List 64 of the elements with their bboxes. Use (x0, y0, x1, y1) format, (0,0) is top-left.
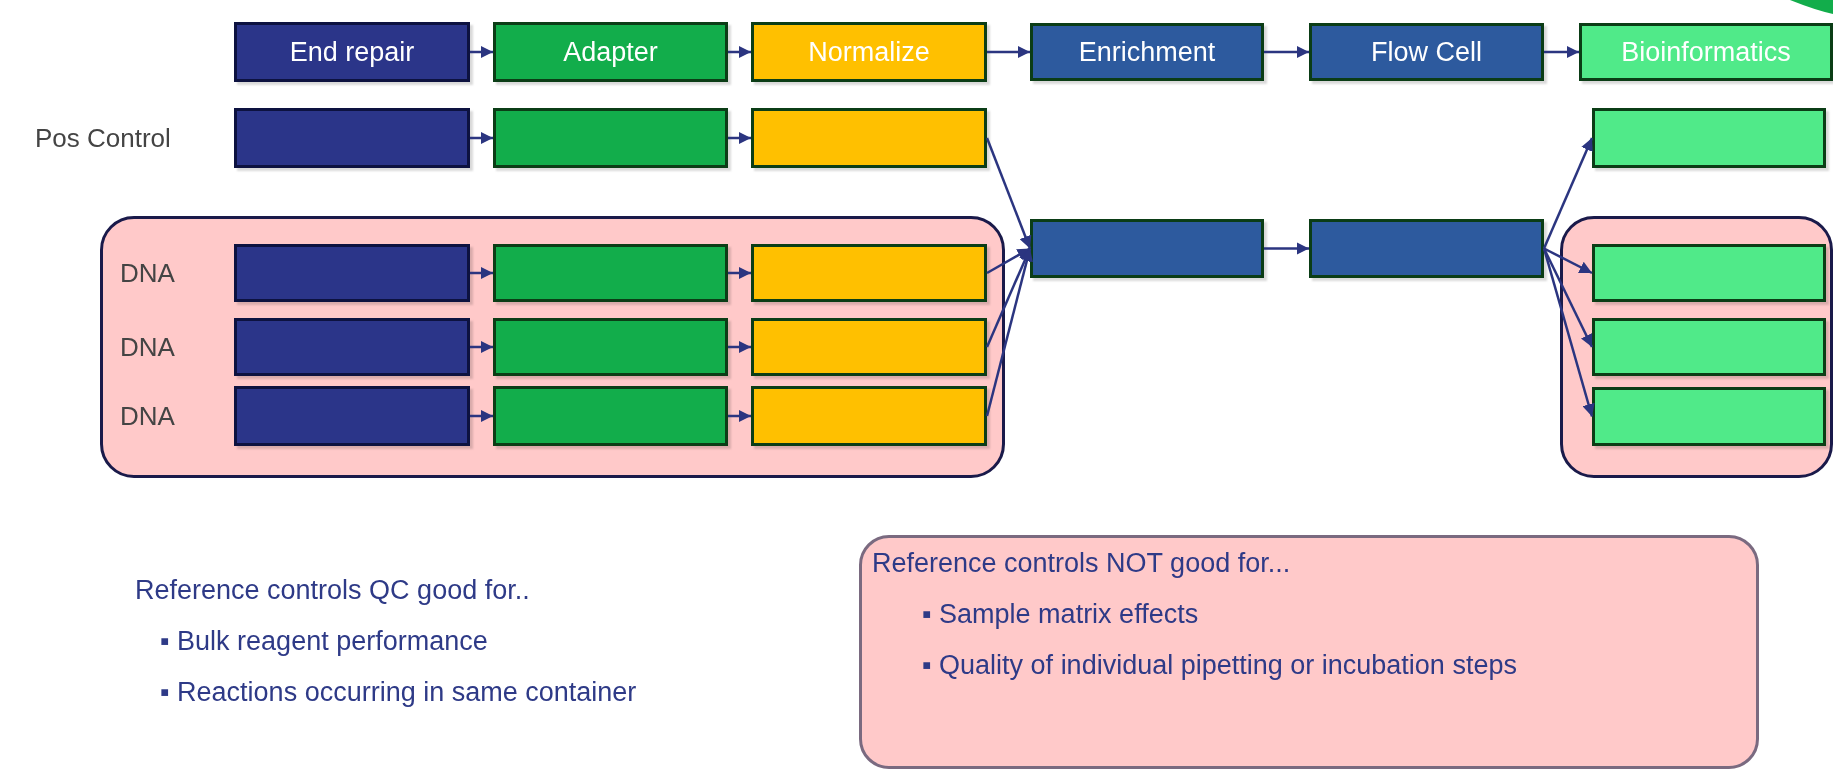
row-label: Pos Control (35, 123, 171, 154)
arrow (985, 248, 1032, 348)
note-panel (859, 535, 1759, 769)
sample-group-panel (1560, 216, 1833, 478)
sample-box (1030, 219, 1264, 278)
sample-box (234, 244, 470, 302)
arrow (728, 131, 751, 145)
note-heading: Reference controls QC good for.. (135, 574, 531, 607)
sample-box (751, 244, 987, 302)
arrow (728, 340, 751, 354)
step-title: End repair (289, 36, 415, 68)
arrow (470, 340, 493, 354)
sample-box (1592, 108, 1826, 168)
row-label: DNA (120, 332, 175, 363)
sample-box (1592, 244, 1826, 302)
arrow (728, 266, 751, 280)
arrow (1544, 45, 1579, 59)
step-box (493, 22, 728, 82)
sample-box (493, 108, 728, 168)
arrow (470, 266, 493, 280)
sample-box (751, 386, 987, 446)
step-box (234, 22, 470, 82)
arrow (985, 248, 1033, 417)
arrow (985, 137, 1032, 249)
arrow (470, 131, 493, 145)
bullet-text: ▪ Bulk reagent performance (160, 625, 489, 658)
step-box (1030, 23, 1264, 81)
sample-box (234, 108, 470, 168)
step-title: Bioinformatics (1621, 36, 1791, 68)
step-box (751, 22, 987, 82)
arrow (1264, 45, 1309, 59)
sample-box (493, 318, 728, 376)
sample-box (234, 386, 470, 446)
step-box (1309, 23, 1544, 81)
sample-box (1592, 318, 1826, 376)
sample-group-panel (100, 216, 1005, 478)
sample-box (1309, 219, 1544, 278)
arrow (1542, 248, 1595, 417)
arrow (470, 45, 493, 59)
row-label: DNA (120, 258, 175, 289)
step-title: Adapter (563, 36, 658, 68)
bullet-text: ▪ Sample matrix effects (922, 598, 1200, 631)
step-title: Enrichment (1078, 36, 1216, 68)
note-heading: Reference controls NOT good for... (872, 547, 1292, 580)
step-box (1579, 23, 1833, 81)
arrow (987, 45, 1030, 59)
arrow (986, 247, 1031, 275)
sample-box (234, 318, 470, 376)
step-title: Flow Cell (1371, 36, 1482, 68)
sample-box (1592, 387, 1826, 446)
arrow (728, 409, 751, 423)
arrow (1264, 242, 1309, 255)
row-label: DNA (120, 401, 175, 432)
arrow (1542, 137, 1594, 249)
sample-box (751, 108, 987, 168)
sample-box (751, 318, 987, 376)
arrow (470, 409, 493, 423)
sample-box (493, 386, 728, 446)
arrow (728, 45, 751, 59)
arrow (1543, 247, 1593, 275)
bullet-text: ▪ Reactions occurring in same container (160, 676, 638, 709)
step-title: Normalize (808, 36, 930, 68)
bullet-text: ▪ Quality of individual pipetting or incubation steps (922, 649, 1518, 682)
sample-box (493, 244, 728, 302)
